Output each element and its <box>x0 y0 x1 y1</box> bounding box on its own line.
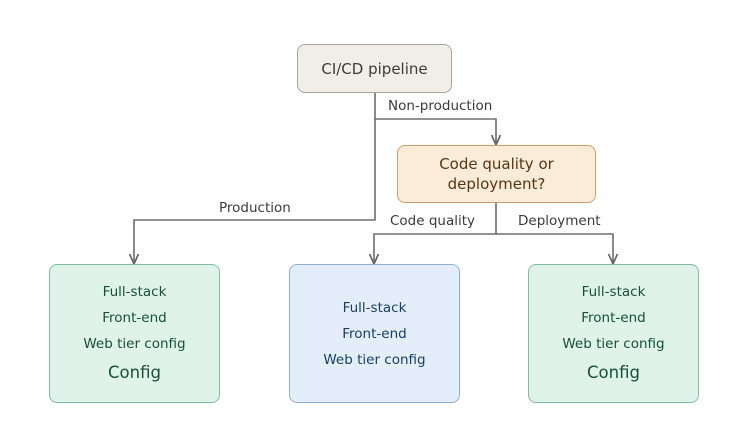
leaf-item: Web tier config <box>83 336 186 352</box>
edge-code-quality <box>374 203 497 264</box>
root-node-label: CI/CD pipeline <box>321 59 428 78</box>
leaf-node-production: Full-stack Front-end Web tier config Con… <box>49 264 220 403</box>
leaf-emphasis: Config <box>108 363 161 382</box>
leaf-item: Full-stack <box>102 284 167 300</box>
edge-production <box>134 119 376 264</box>
leaf-item: Full-stack <box>581 284 646 300</box>
decision-node: Code quality or deployment? <box>397 145 596 203</box>
edge-label-production: Production <box>219 200 291 216</box>
leaf-item: Web tier config <box>323 351 426 368</box>
decision-label-line1: Code quality or <box>439 155 554 173</box>
leaf-item: Front-end <box>342 325 407 342</box>
edge-non-production <box>374 93 496 145</box>
leaf-item: Front-end <box>581 310 646 326</box>
edge-label-non-production: Non-production <box>388 98 493 114</box>
leaf-node-deployment: Full-stack Front-end Web tier config Con… <box>528 264 699 403</box>
edge-label-deployment: Deployment <box>518 213 601 229</box>
leaf-item: Full-stack <box>342 299 407 316</box>
leaf-item: Front-end <box>102 310 167 326</box>
edge-deployment <box>496 233 613 264</box>
leaf-node-code-quality: Full-stack Front-end Web tier config <box>289 264 460 403</box>
edge-label-code-quality: Code quality <box>390 213 476 229</box>
root-node-ci-cd-pipeline: CI/CD pipeline <box>297 44 452 93</box>
decision-label-line2: deployment? <box>447 175 546 193</box>
leaf-item: Web tier config <box>562 336 665 352</box>
leaf-emphasis: Config <box>587 363 640 382</box>
